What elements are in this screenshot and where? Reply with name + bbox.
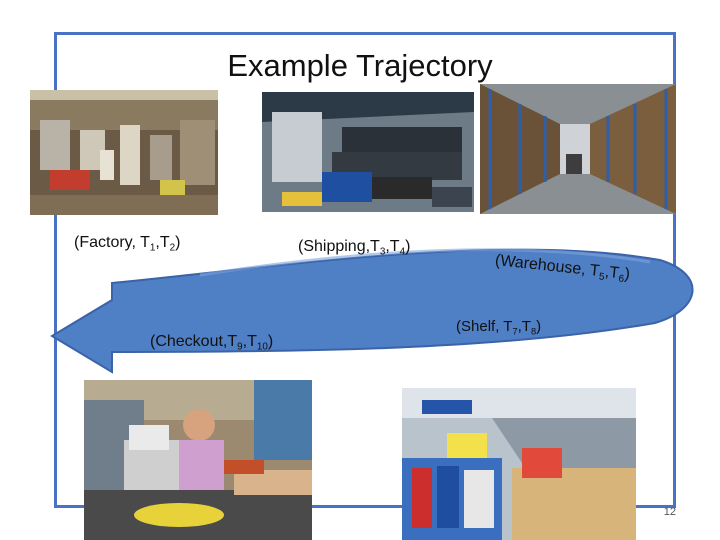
shelf-time-1: 7 [512,326,518,337]
warehouse-time-1: 5 [598,271,605,283]
factory-label: (Factory, T1,T2) [74,234,181,254]
shipping-place: Shipping [303,238,366,255]
factory-time-1: 1 [149,242,156,254]
checkout-photo [84,380,312,540]
shipping-time-2: 4 [399,246,406,258]
factory-photo [30,90,218,215]
shelf-photo [402,388,636,540]
shelf-place: Shelf [461,318,496,335]
warehouse-time-2: 6 [617,273,625,285]
checkout-place: Checkout [155,333,223,350]
checkout-label: (Checkout,T9,T10) [150,333,274,353]
checkout-time-2: 10 [256,341,268,353]
slide-title: Example Trajectory [227,48,493,83]
factory-place: Factory [79,234,132,251]
curved-arrow-shape [50,248,694,374]
checkout-time-1: 9 [237,341,243,353]
factory-time-2: 2 [169,242,176,254]
warehouse-photo [480,84,676,214]
shipping-label: (Shipping,T3,T4) [298,238,411,258]
shipping-time-1: 3 [379,246,386,258]
slide-number: 12 [663,506,676,518]
shelf-label: (Shelf, T7,T8) [456,318,542,337]
shipping-photo [262,92,474,212]
shelf-time-2: 8 [530,326,537,337]
